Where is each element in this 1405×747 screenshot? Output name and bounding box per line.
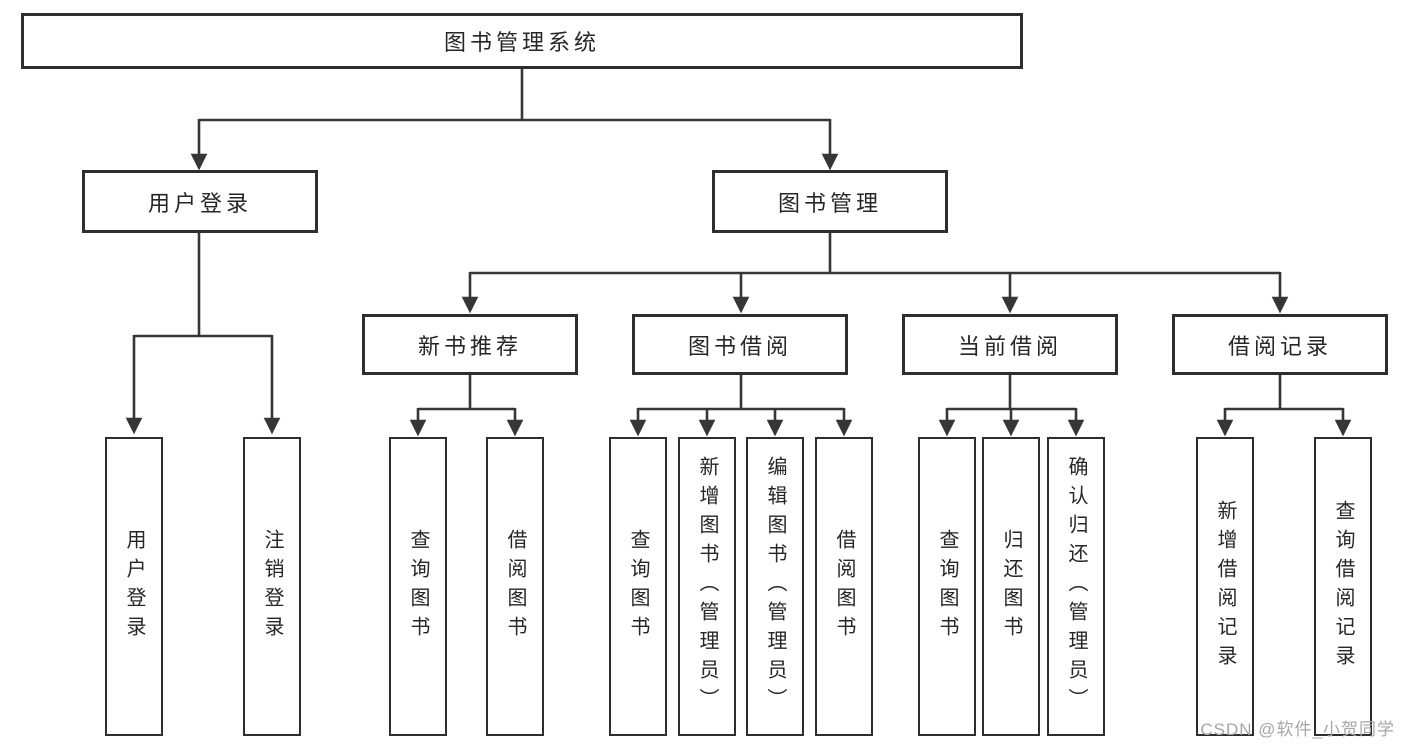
leaf-logout: 注销登录 — [243, 437, 301, 736]
node-book-management: 图书管理 — [712, 170, 948, 233]
watermark: CSDN @软件_小贺同学 — [1200, 720, 1395, 739]
leaf-return-book: 归还图书 — [982, 437, 1040, 736]
leaf-label: 用户登录 — [123, 528, 145, 645]
leaf-query-book-current: 查询图书 — [918, 437, 976, 736]
leaf-label: 注销登录 — [261, 528, 283, 645]
node-user-login: 用户登录 — [82, 170, 318, 233]
leaf-edit-book-admin: 编辑图书（管理员） — [746, 437, 804, 736]
node-borrow-records: 借阅记录 — [1172, 314, 1388, 375]
leaf-label: 归还图书 — [1000, 528, 1022, 645]
node-root: 图书管理系统 — [21, 13, 1023, 69]
leaf-label: 编辑图书（管理员） — [764, 456, 786, 717]
leaf-label: 借阅图书 — [833, 528, 855, 645]
leaf-label: 查询图书 — [627, 528, 649, 645]
leaf-label: 借阅图书 — [504, 528, 526, 645]
leaf-label: 新增图书（管理员） — [696, 456, 718, 717]
leaf-label: 新增借阅记录 — [1214, 499, 1236, 674]
leaf-borrow-book-recommend: 借阅图书 — [486, 437, 544, 736]
leaf-add-borrow-record: 新增借阅记录 — [1196, 437, 1254, 736]
leaf-label: 查询图书 — [936, 528, 958, 645]
node-book-borrow: 图书借阅 — [632, 314, 848, 375]
leaf-borrow-book: 借阅图书 — [815, 437, 873, 736]
leaf-query-book-borrow: 查询图书 — [609, 437, 667, 736]
node-current-borrow: 当前借阅 — [902, 314, 1118, 375]
leaf-add-book-admin: 新增图书（管理员） — [678, 437, 736, 736]
leaf-query-borrow-record: 查询借阅记录 — [1314, 437, 1372, 736]
leaf-label: 查询借阅记录 — [1332, 499, 1354, 674]
leaf-label: 查询图书 — [407, 528, 429, 645]
node-new-book-recommend: 新书推荐 — [362, 314, 578, 375]
leaf-user-login: 用户登录 — [105, 437, 163, 736]
leaf-label: 确认归还（管理员） — [1065, 456, 1087, 717]
leaf-confirm-return-admin: 确认归还（管理员） — [1047, 437, 1105, 736]
leaf-query-book-recommend: 查询图书 — [389, 437, 447, 736]
